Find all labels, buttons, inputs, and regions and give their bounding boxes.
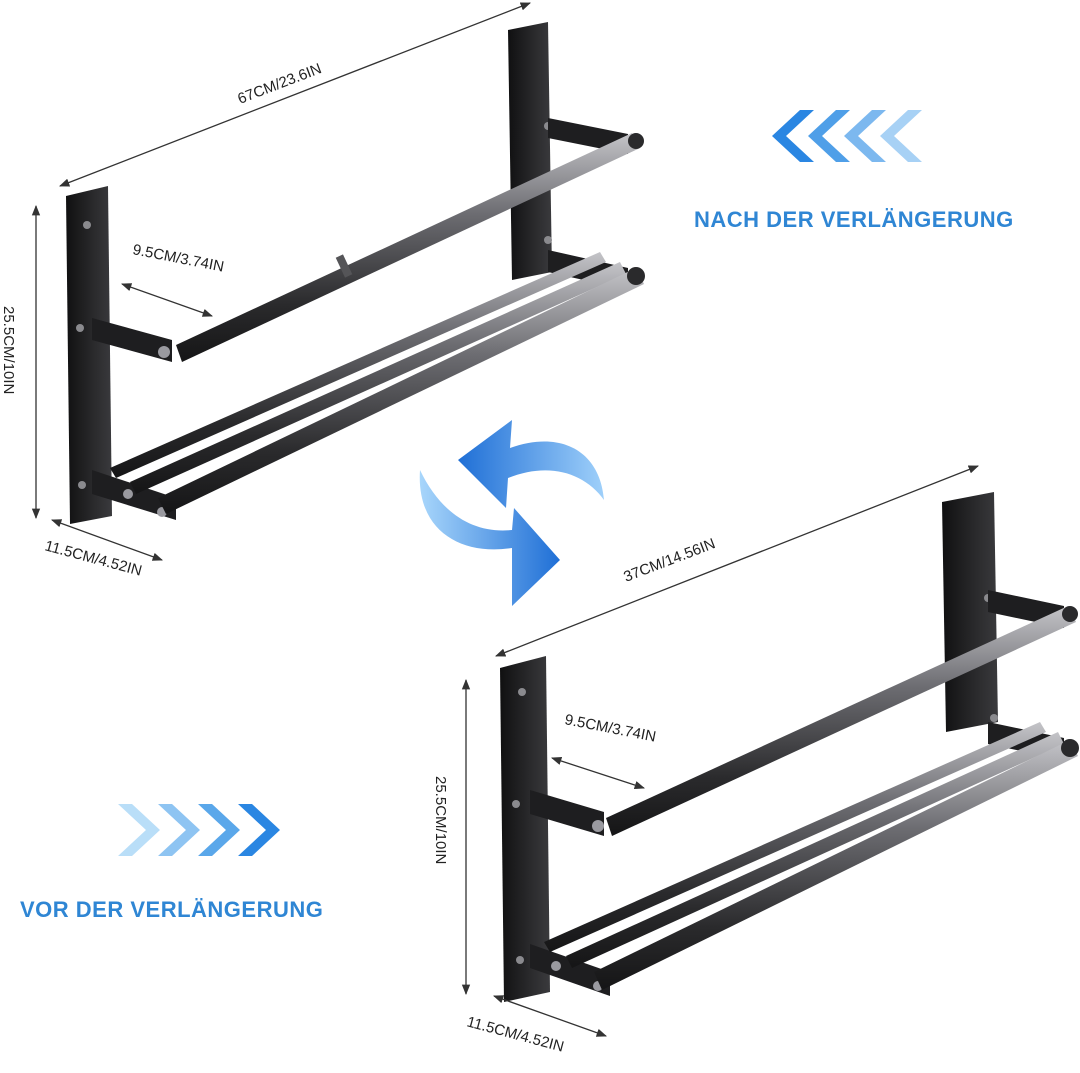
caption-before-extension: VOR DER VERLÄNGERUNG	[20, 897, 324, 922]
caption-after-extension: NACH DER VERLÄNGERUNG	[694, 207, 1014, 232]
width-dimension-line	[59, 2, 531, 187]
chevron-left-icon	[772, 110, 922, 162]
rack-compact-upper-rod	[606, 606, 1076, 836]
spacing-dimension-line	[121, 283, 213, 317]
depth-dimension-line	[51, 519, 163, 561]
rack-extended-front-plate	[66, 186, 112, 524]
rack-extended-height-label: 25.5CM/10IN	[0, 306, 17, 394]
rack-compact	[500, 492, 1079, 1002]
rack-compact-lower-rod	[594, 740, 1078, 990]
rack-extended-lower-rod	[158, 268, 644, 514]
rack-extended	[66, 22, 645, 524]
width-dimension-line	[495, 465, 979, 657]
rack-extended-upper-rod	[176, 133, 640, 362]
swap-arrows-icon	[419, 420, 604, 606]
spacing-dimension-line	[551, 756, 645, 790]
depth-dimension-line	[493, 995, 607, 1037]
rack-compact-front-plate	[500, 656, 550, 1002]
rack-compact-depth-label: 11.5CM/4.52IN	[465, 1013, 566, 1055]
rack-extended-depth-label: 11.5CM/4.52IN	[43, 537, 144, 579]
rack-compact-height-label: 25.5CM/10IN	[432, 776, 449, 864]
rack-compact-spacing-label: 9.5CM/3.74IN	[563, 711, 657, 745]
rack-extended-spacing-label: 9.5CM/3.74IN	[131, 241, 225, 275]
chevron-right-icon	[118, 804, 280, 856]
rack-compact-width-label: 37CM/14.56IN	[621, 535, 717, 586]
